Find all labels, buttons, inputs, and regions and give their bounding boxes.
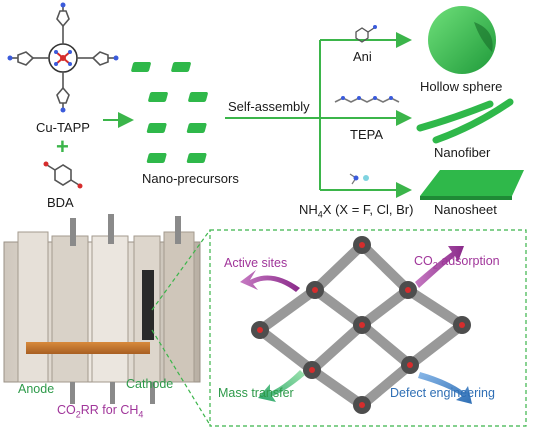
hollow-sphere	[428, 6, 496, 74]
defect-engineering-label: Defect engineering	[390, 386, 495, 400]
aniline-molecule	[355, 25, 377, 43]
reagent-tepa: TEPA	[350, 127, 383, 142]
active-sites-label: Active sites	[224, 256, 288, 270]
cu-tapp-label: Cu-TAPP	[36, 120, 90, 135]
nano-precursors-label: Nano-precursors	[142, 171, 239, 186]
cathode-label: Cathode	[126, 377, 174, 391]
active-sites-arrow	[240, 270, 300, 292]
co2rr-label: CO2RR for CH4	[57, 403, 144, 420]
cu-tapp-molecule	[7, 2, 119, 113]
mass-transfer-arrow	[258, 370, 305, 402]
tepa-molecule	[334, 96, 400, 103]
mass-transfer-label: Mass transfer	[218, 386, 294, 400]
framework-lattice	[251, 236, 471, 414]
nanosheet	[420, 170, 524, 200]
zoom-guides	[151, 229, 527, 427]
anode-label: Anode	[18, 382, 55, 396]
ammonium-halide-molecule	[349, 173, 369, 185]
self-assembly-label: Self-assembly	[228, 99, 310, 114]
product-hollow-sphere: Hollow sphere	[420, 79, 503, 94]
electrolysis-cell	[3, 214, 201, 404]
self-assembly-arrows	[225, 32, 412, 198]
bda-molecule	[43, 161, 83, 189]
reagent-ani: Ani	[353, 49, 372, 64]
plus-sign: +	[56, 134, 69, 159]
co2-adsorption-label: CO2 adsorption	[414, 254, 500, 271]
nanofibers	[416, 98, 514, 144]
product-nanofiber: Nanofiber	[434, 145, 491, 160]
reagent-ammonium-halide: NH4X (X = F, Cl, Br)	[299, 202, 414, 220]
defect-engineering-arrow	[418, 372, 472, 404]
co2-adsorption-arrow	[415, 246, 464, 288]
product-nanosheet: Nanosheet	[434, 202, 497, 217]
nano-precursors-grid	[131, 62, 208, 163]
bda-label: BDA	[47, 195, 74, 210]
